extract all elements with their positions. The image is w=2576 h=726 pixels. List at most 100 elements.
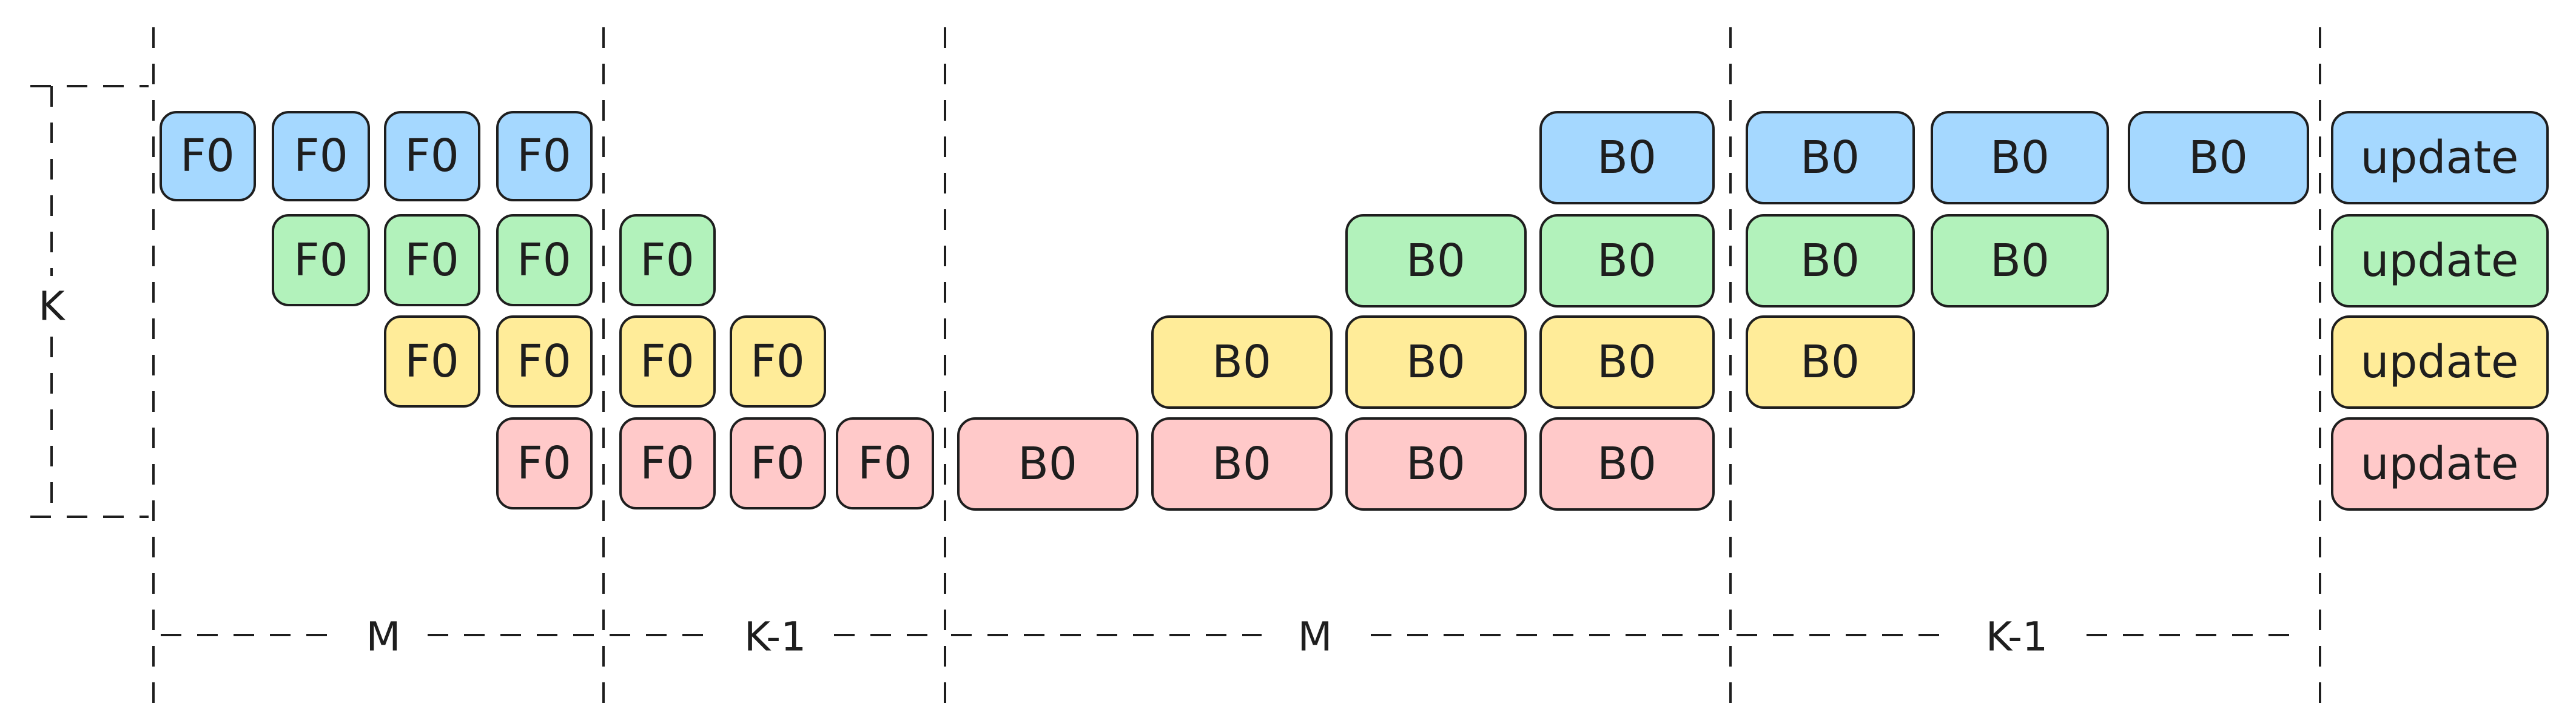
row-4-backward-4-box xyxy=(1539,417,1715,511)
row-3-forward-4-label: F0 xyxy=(750,335,805,388)
row-1-update: update xyxy=(2331,111,2549,204)
row-4-backward-1-label: B0 xyxy=(1018,438,1077,490)
row-3-backward-3-box xyxy=(1539,315,1715,409)
row-1-backward-1-label: B0 xyxy=(1597,132,1656,184)
row-3-update-label: update xyxy=(2361,336,2519,388)
row-4-update: update xyxy=(2331,417,2549,511)
row-1-forward-4: F0 xyxy=(496,111,593,201)
row-1-backward-1: B0 xyxy=(1539,111,1715,204)
row-3-update-box xyxy=(2331,315,2549,409)
row-4-forward-3: F0 xyxy=(730,417,826,509)
row-4-forward-3-label: F0 xyxy=(750,437,805,489)
row-1-backward-1-box xyxy=(1539,111,1715,204)
row-2-backward-1-box xyxy=(1345,214,1527,308)
row-2: F0 F0 F0 F0 B0 B0 B0 B0 xyxy=(272,214,2549,308)
m-label-second: M xyxy=(1298,614,1333,660)
row-2-backward-4: B0 xyxy=(1931,214,2109,308)
row-4-forward-4-box xyxy=(836,417,934,509)
row-2-backward-2: B0 xyxy=(1539,214,1715,308)
row-4-forward-2: F0 xyxy=(619,417,716,509)
row-3-backward-4: B0 xyxy=(1746,315,1915,409)
row-1-forward-1-box xyxy=(160,111,256,201)
row-3-backward-3: B0 xyxy=(1539,315,1715,409)
row-3-backward-2-box xyxy=(1345,315,1527,409)
row-2-update: update xyxy=(2331,214,2549,308)
row-1-forward-3: F0 xyxy=(384,111,480,201)
row-3-backward-1-label: B0 xyxy=(1212,336,1271,388)
row-4-forward-1-label: F0 xyxy=(517,437,571,489)
row-4-backward-2-box xyxy=(1151,417,1333,511)
row-2-update-box xyxy=(2331,214,2549,308)
row-2-backward-4-box xyxy=(1931,214,2109,308)
row-4: F0 F0 F0 F0 B0 B0 B0 B0 xyxy=(496,417,2549,511)
row-1-backward-3: B0 xyxy=(1931,111,2109,204)
row-4-forward-2-label: F0 xyxy=(640,437,694,489)
row-2-update-label: update xyxy=(2361,235,2519,287)
row-2-backward-1-label: B0 xyxy=(1406,235,1465,287)
row-3-backward-1: B0 xyxy=(1151,315,1333,409)
row-4-backward-3: B0 xyxy=(1345,417,1527,511)
row-3: F0 F0 F0 F0 B0 B0 B0 B0 xyxy=(384,315,2549,409)
row-3-backward-4-label: B0 xyxy=(1800,336,1860,388)
row-1-forward-4-box xyxy=(496,111,593,201)
row-3-update: update xyxy=(2331,315,2549,409)
row-2-backward-3-box xyxy=(1746,214,1915,308)
row-1-forward-2-box xyxy=(272,111,370,201)
row-1-forward-1: F0 xyxy=(160,111,256,201)
row-1-backward-3-label: B0 xyxy=(1990,132,2050,184)
row-3-forward-4-box xyxy=(730,315,826,408)
row-3-forward-1: F0 xyxy=(384,315,480,408)
k-dimension-label: K xyxy=(38,283,66,330)
bottom-dimension: M K-1 M K-1 xyxy=(161,614,2299,660)
row-4-update-label: update xyxy=(2361,438,2519,490)
row-2-forward-2-label: F0 xyxy=(405,234,459,286)
row-3-forward-3-label: F0 xyxy=(640,335,694,388)
row-2-forward-4-label: F0 xyxy=(640,234,694,286)
row-1-forward-2: F0 xyxy=(272,111,370,201)
row-4-forward-3-box xyxy=(730,417,826,509)
row-1-forward-4-label: F0 xyxy=(517,130,571,182)
row-4-backward-3-box xyxy=(1345,417,1527,511)
row-4-update-box xyxy=(2331,417,2549,511)
row-2-forward-4: F0 xyxy=(619,214,716,306)
row-3-forward-2-box xyxy=(496,315,593,408)
row-4-forward-4-label: F0 xyxy=(858,437,912,489)
row-3-backward-3-label: B0 xyxy=(1597,336,1656,388)
row-2-forward-2: F0 xyxy=(384,214,480,306)
row-1-forward-3-label: F0 xyxy=(405,130,459,182)
row-1-backward-4-label: B0 xyxy=(2188,132,2248,184)
row-1-forward-2-label: F0 xyxy=(294,130,348,182)
row-1-backward-4: B0 xyxy=(2128,111,2309,204)
row-4-forward-2-box xyxy=(619,417,716,509)
k-minus-1-label-first: K-1 xyxy=(744,614,806,660)
row-4-backward-1: B0 xyxy=(957,417,1138,511)
k-minus-1-label-second: K-1 xyxy=(1986,614,2048,660)
row-3-forward-2-label: F0 xyxy=(517,335,571,388)
row-2-forward-1-label: F0 xyxy=(294,234,348,286)
row-1-backward-2-label: B0 xyxy=(1800,132,1860,184)
row-2-backward-4-label: B0 xyxy=(1990,235,2050,287)
row-2-forward-3: F0 xyxy=(496,214,593,306)
row-2-forward-2-box xyxy=(384,214,480,306)
k-dimension-bracket: K xyxy=(30,85,149,518)
row-3-backward-2-label: B0 xyxy=(1406,336,1465,388)
row-4-backward-3-label: B0 xyxy=(1406,438,1465,490)
row-3-forward-1-label: F0 xyxy=(405,335,459,388)
row-1-backward-3-box xyxy=(1931,111,2109,204)
row-2-forward-1-box xyxy=(272,214,370,306)
row-1-update-label: update xyxy=(2361,132,2519,184)
row-2-backward-3-label: B0 xyxy=(1800,235,1860,287)
row-2-backward-3: B0 xyxy=(1746,214,1915,308)
row-1-forward-3-box xyxy=(384,111,480,201)
row-1-backward-2: B0 xyxy=(1746,111,1915,204)
row-4-backward-4: B0 xyxy=(1539,417,1715,511)
row-3-forward-2: F0 xyxy=(496,315,593,408)
row-1: F0 F0 F0 F0 B0 B0 B0 B0 xyxy=(160,111,2549,204)
row-4-forward-4: F0 xyxy=(836,417,934,509)
row-4-backward-2-label: B0 xyxy=(1212,438,1271,490)
row-4-forward-1-box xyxy=(496,417,593,509)
row-3-backward-1-box xyxy=(1151,315,1333,409)
row-2-forward-4-box xyxy=(619,214,716,306)
row-2-backward-1: B0 xyxy=(1345,214,1527,308)
row-2-backward-2-box xyxy=(1539,214,1715,308)
